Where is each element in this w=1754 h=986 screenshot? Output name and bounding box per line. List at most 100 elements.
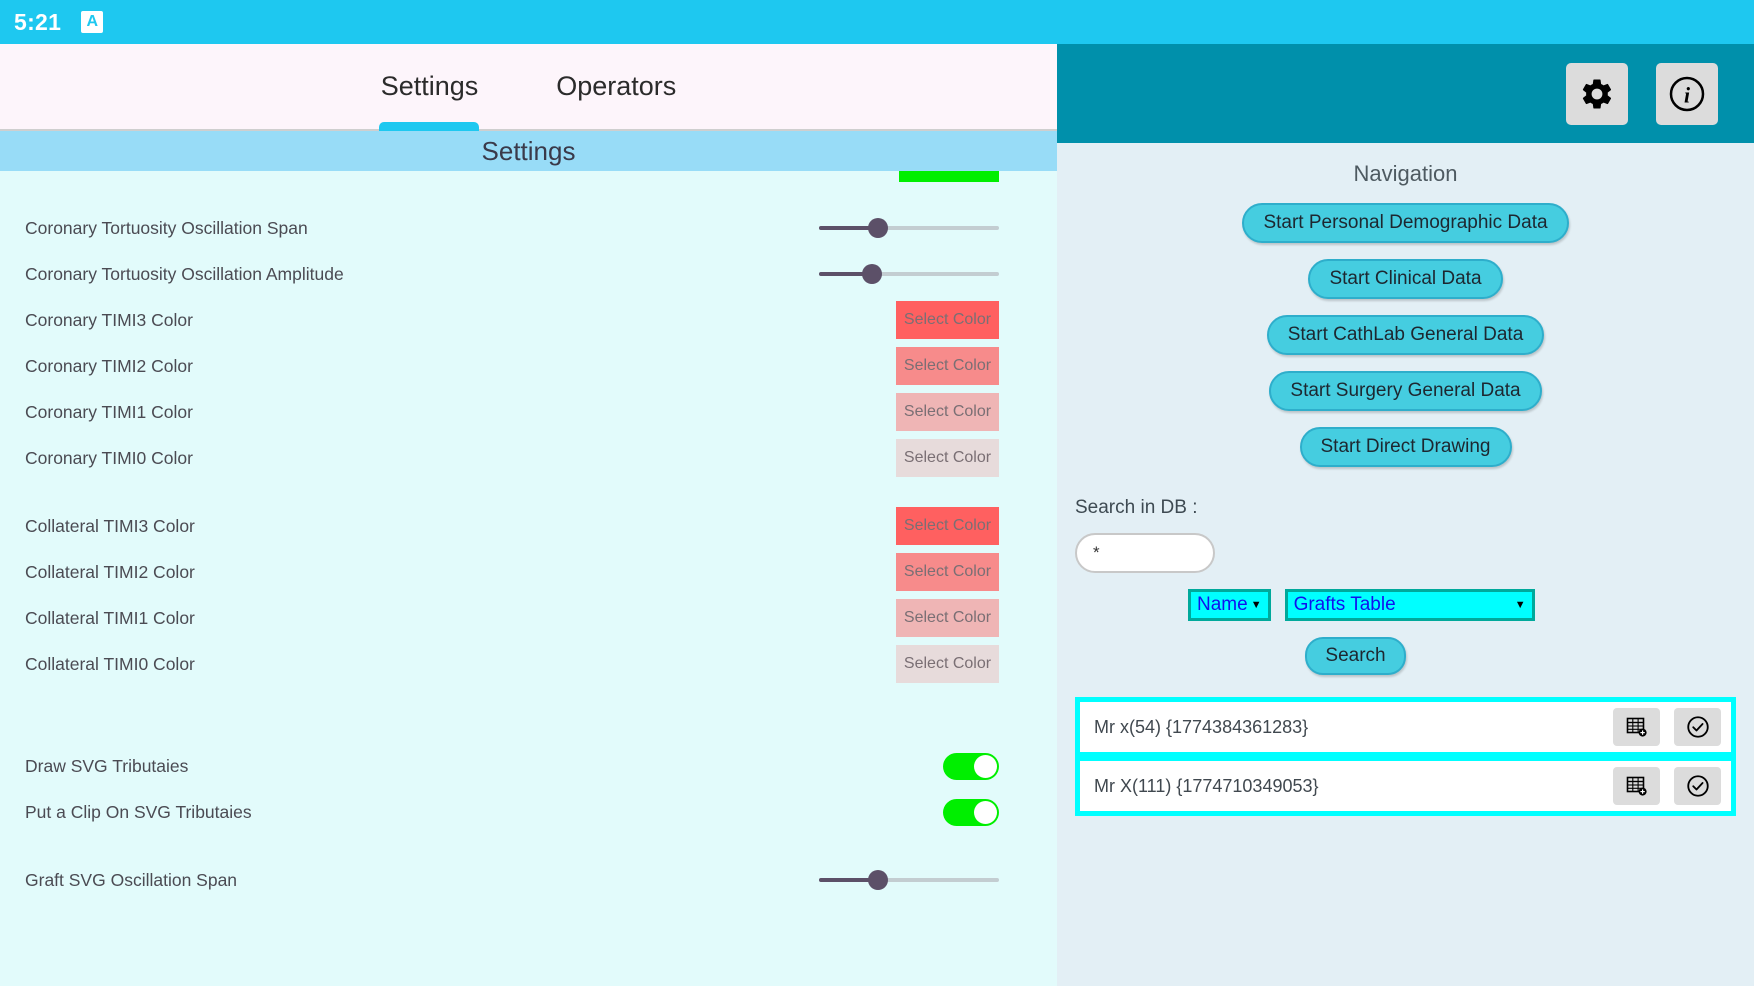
setting-label: Graft SVG Oscillation Span — [25, 869, 238, 890]
tab-active-indicator — [379, 122, 480, 131]
slider-track — [819, 226, 999, 230]
search-field-select[interactable]: Name ▼ — [1188, 589, 1271, 621]
slider-track — [819, 272, 999, 276]
check-circle-icon-button[interactable] — [1674, 767, 1721, 805]
select-color-button-collateral-timi1[interactable]: Select Color — [896, 599, 999, 637]
setting-row: Graft SVG Oscillation Span — [25, 857, 999, 903]
setting-label: Coronary TIMI0 Color — [25, 447, 193, 468]
search-button-row: Search — [1075, 637, 1754, 675]
start-surgery-general-data-button[interactable]: Start Surgery General Data — [1269, 371, 1542, 411]
chevron-down-icon: ▼ — [1250, 599, 1262, 611]
tab-bar: Settings Operators — [0, 44, 1057, 131]
setting-row: Collateral TIMI1 Color Select Color — [25, 595, 999, 641]
toggle-put-a-clip-on-svg-tributaies[interactable] — [943, 798, 999, 826]
setting-label: Collateral TIMI3 Color — [25, 515, 195, 536]
check-circle-icon — [1686, 775, 1709, 797]
setting-label: Collateral TIMI1 Color — [25, 607, 195, 628]
status-bar-clock: 5:21 — [14, 8, 62, 35]
spacer — [25, 481, 999, 503]
body-split: Settings Operators Settings Coronary Tor… — [0, 44, 1754, 986]
setting-label: Coronary Tortuosity Oscillation Span — [25, 217, 308, 238]
toggle-draw-svg-tributaies[interactable] — [943, 752, 999, 780]
tab-settings-label: Settings — [380, 71, 479, 101]
slider-graft-svg-oscillation-span[interactable] — [819, 867, 999, 893]
page-title: Settings — [0, 131, 1057, 171]
slider-coronary-tortuosity-oscillation-span[interactable] — [819, 215, 999, 241]
settings-pane: Settings Operators Settings Coronary Tor… — [0, 44, 1057, 986]
select-color-button-collateral-timi0[interactable]: Select Color — [896, 645, 999, 683]
info-icon: i — [1669, 76, 1705, 111]
select-color-button-collateral-timi3[interactable]: Select Color — [896, 507, 999, 545]
search-selects-row: Name ▼ Grafts Table ▼ — [1075, 589, 1754, 621]
setting-row: Collateral TIMI0 Color Select Color — [25, 641, 999, 687]
search-results-list: Mr x(54) {1774384361283} — [1075, 697, 1736, 816]
slider-knob[interactable] — [862, 264, 883, 284]
letter-a-icon: A — [81, 11, 104, 33]
setting-row: Coronary TIMI3 Color Select Color — [25, 297, 999, 343]
select-color-button-coronary-timi3[interactable]: Select Color — [896, 301, 999, 339]
search-result-row[interactable]: Mr x(54) {1774384361283} — [1080, 702, 1731, 752]
right-header: i — [1057, 44, 1754, 143]
gear-icon-button[interactable] — [1566, 62, 1628, 125]
search-in-db-label: Search in DB : — [1075, 497, 1198, 518]
table-icon — [1626, 776, 1647, 796]
setting-row: Put a Clip On SVG Tributaies — [25, 789, 999, 835]
table-icon-button[interactable] — [1613, 708, 1660, 746]
spacer — [25, 835, 999, 857]
toggle-knob — [974, 754, 997, 778]
table-icon-button[interactable] — [1613, 767, 1660, 805]
setting-label: Coronary TIMI2 Color — [25, 355, 193, 376]
green-accent-bar — [899, 171, 999, 182]
chevron-down-icon: ▼ — [1514, 599, 1526, 611]
start-direct-drawing-button[interactable]: Start Direct Drawing — [1299, 427, 1512, 467]
search-button[interactable]: Search — [1305, 637, 1406, 675]
tab-operators[interactable]: Operators — [550, 44, 682, 129]
search-result-name: Mr x(54) {1774384361283} — [1094, 716, 1309, 737]
check-circle-icon-button[interactable] — [1674, 708, 1721, 746]
search-table-select[interactable]: Grafts Table ▼ — [1284, 589, 1535, 621]
setting-row: Coronary Tortuosity Oscillation Amplitud… — [25, 251, 999, 297]
setting-label: Coronary TIMI3 Color — [25, 309, 193, 330]
info-icon-button[interactable]: i — [1656, 62, 1718, 125]
spacer — [25, 721, 999, 743]
spacer — [25, 687, 999, 721]
slider-knob[interactable] — [867, 870, 888, 890]
navigation-title: Navigation — [1353, 161, 1458, 186]
status-bar: 5:21 A — [0, 0, 1754, 44]
tab-operators-label: Operators — [556, 71, 677, 101]
select-color-button-coronary-timi1[interactable]: Select Color — [896, 393, 999, 431]
setting-row: Coronary TIMI2 Color Select Color — [25, 343, 999, 389]
select-color-button-collateral-timi2[interactable]: Select Color — [896, 553, 999, 591]
slider-coronary-tortuosity-oscillation-amplitude[interactable] — [819, 261, 999, 287]
setting-row: Collateral TIMI3 Color Select Color — [25, 503, 999, 549]
search-result-row[interactable]: Mr X(111) {1774710349053} — [1080, 761, 1731, 811]
search-field-select-value: Name — [1197, 594, 1248, 615]
setting-label: Collateral TIMI2 Color — [25, 561, 195, 582]
check-circle-icon — [1686, 716, 1709, 738]
slider-fill — [819, 878, 881, 882]
setting-row: Coronary Tortuosity Oscillation Span — [25, 205, 999, 251]
slider-fill — [819, 272, 875, 276]
toggle-knob — [974, 800, 997, 824]
gear-icon — [1582, 79, 1612, 108]
start-personal-demographic-data-button[interactable]: Start Personal Demographic Data — [1242, 203, 1569, 243]
slider-track — [819, 878, 999, 882]
page-title-label: Settings — [481, 135, 576, 166]
setting-row: Coronary TIMI0 Color Select Color — [25, 435, 999, 481]
search-input[interactable] — [1075, 533, 1215, 573]
start-clinical-data-button[interactable]: Start Clinical Data — [1308, 259, 1503, 299]
setting-row: Collateral TIMI2 Color Select Color — [25, 549, 999, 595]
tab-settings[interactable]: Settings — [375, 44, 485, 131]
start-cathlab-general-data-button[interactable]: Start CathLab General Data — [1266, 315, 1545, 355]
navigation-area: Navigation Start Personal Demographic Da… — [1057, 143, 1754, 483]
search-table-select-value: Grafts Table — [1293, 594, 1396, 615]
setting-label: Collateral TIMI0 Color — [25, 653, 195, 674]
search-result-name: Mr X(111) {1774710349053} — [1094, 775, 1319, 796]
setting-label: Coronary TIMI1 Color — [25, 401, 193, 422]
select-color-button-coronary-timi0[interactable]: Select Color — [896, 439, 999, 477]
setting-label: Put a Clip On SVG Tributaies — [25, 801, 252, 822]
slider-knob[interactable] — [867, 218, 888, 238]
select-color-button-coronary-timi2[interactable]: Select Color — [896, 347, 999, 385]
slider-fill — [819, 226, 881, 230]
